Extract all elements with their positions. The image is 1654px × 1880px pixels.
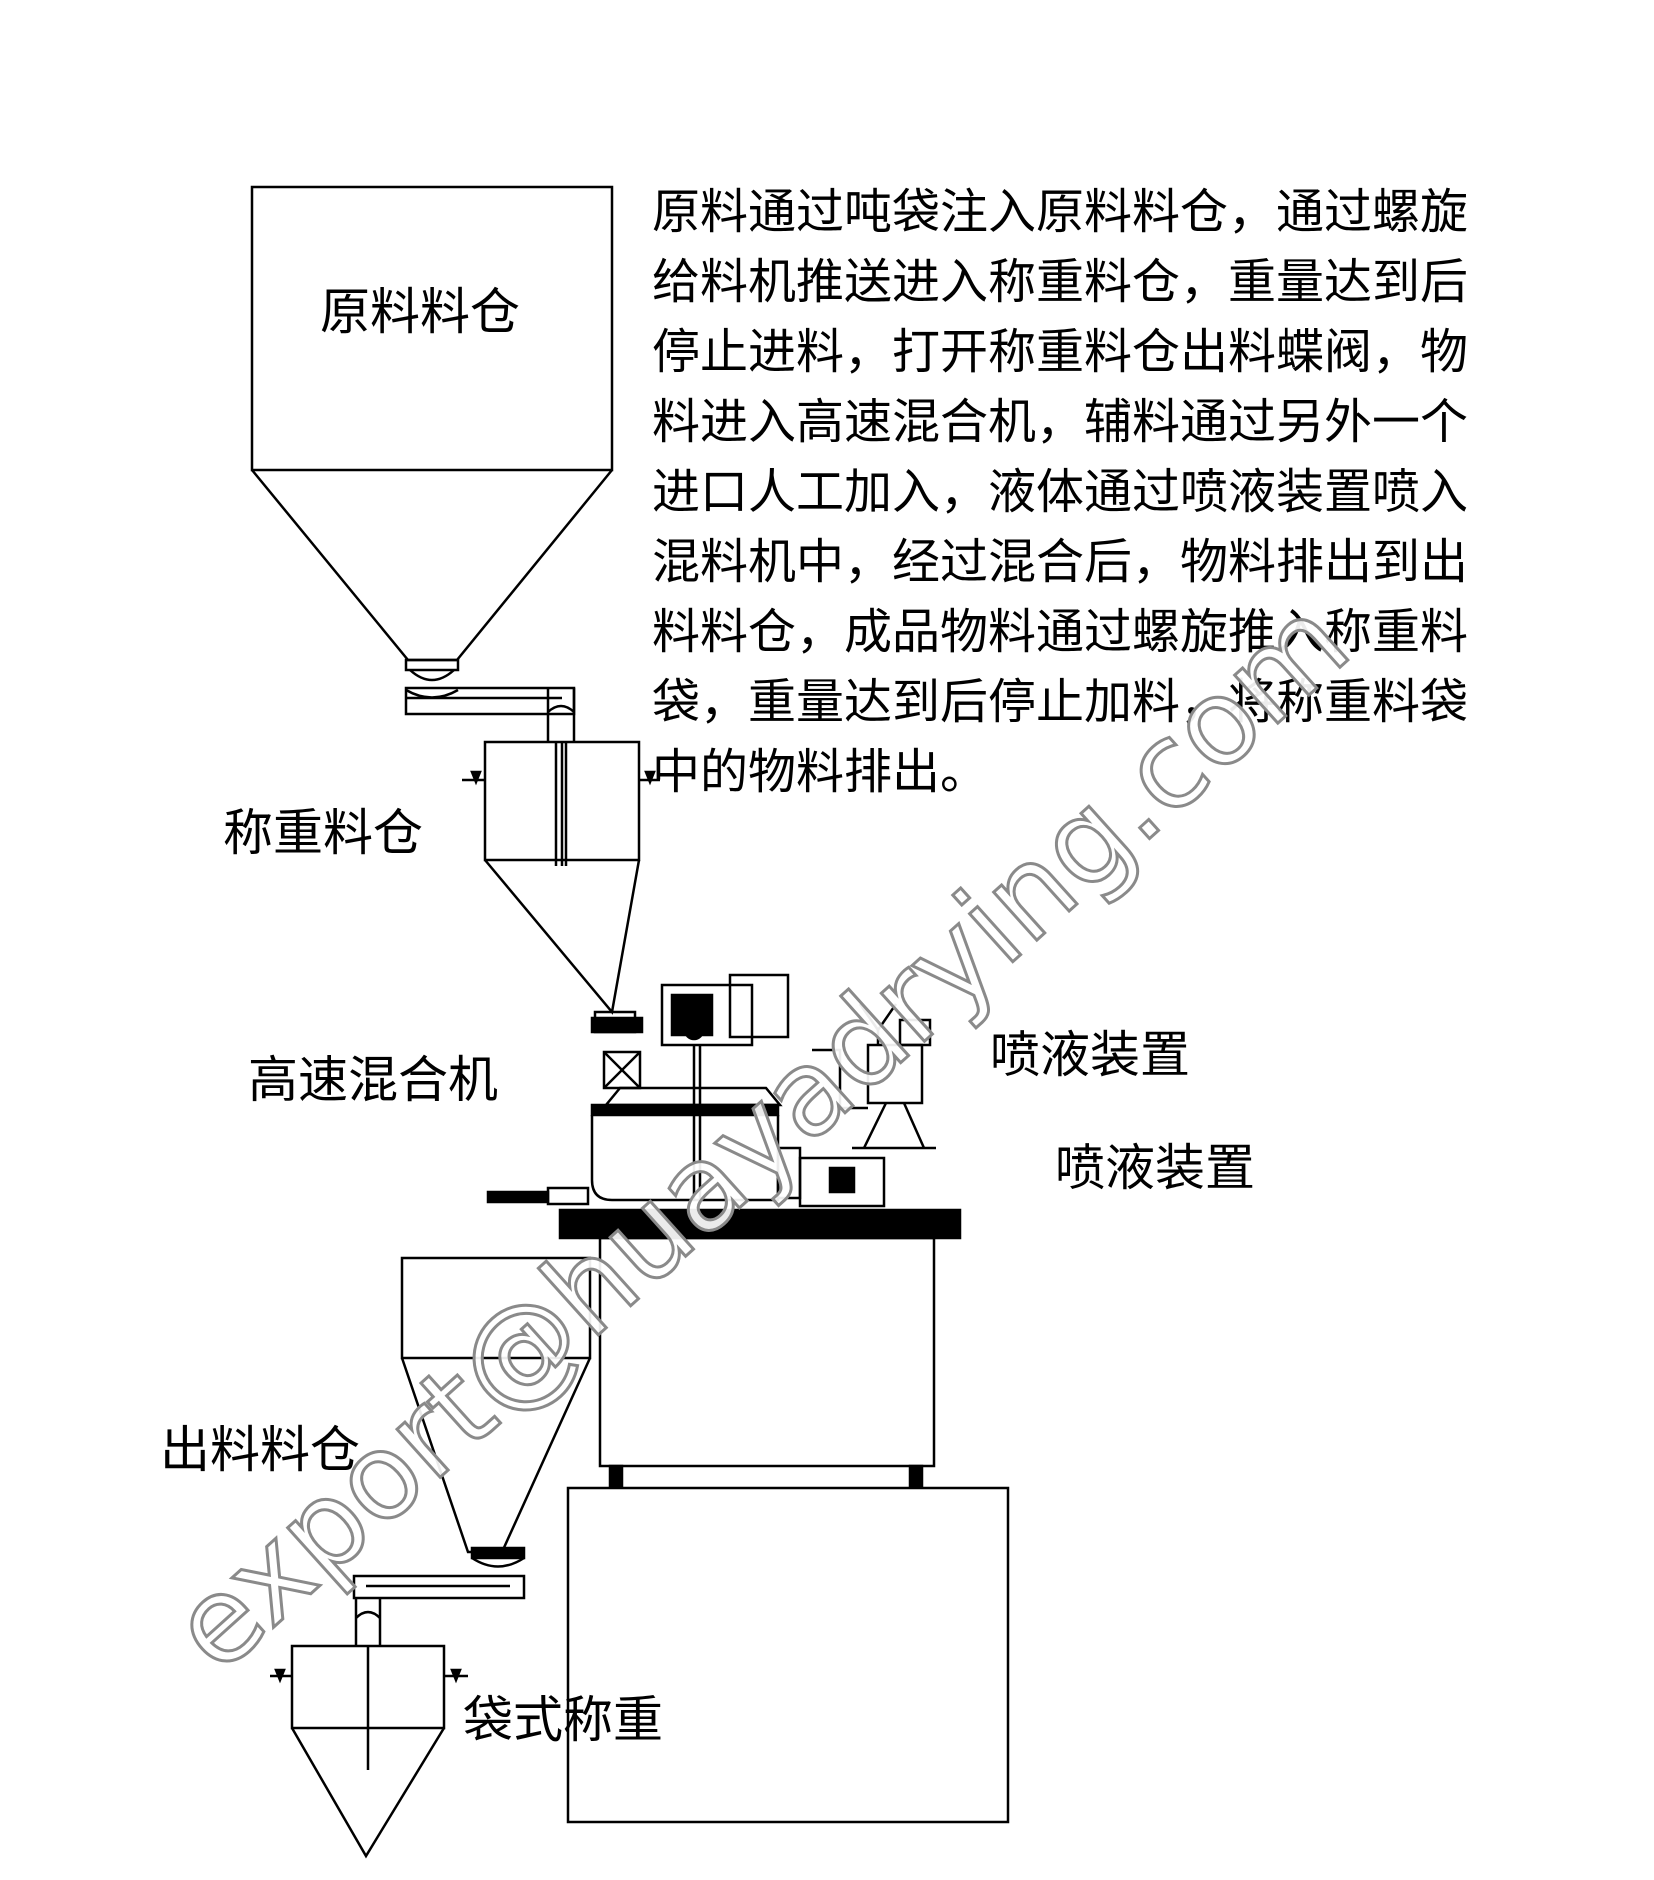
description-line: 原料通过吨袋注入原料料仓，通过螺旋 [652,184,1469,240]
discharge-silo-label: 出料料仓 [160,1421,360,1479]
process-description: 原料通过吨袋注入原料料仓，通过螺旋 给料机推送进入称重料仓，重量达到后 停止进料… [652,177,1582,807]
description-line: 进口人工加入，液体通过喷液装置喷入 [652,464,1469,520]
spray-label-2: 喷液装置 [1055,1139,1255,1197]
description-line: 停止进料，打开称重料仓出料蝶阀，物 [652,324,1469,380]
discharge-silo [400,1256,592,1568]
bag-weigh-label: 袋式称重 [463,1691,663,1749]
mixer [486,973,1010,1824]
mixer-label: 高速混合机 [248,1051,498,1109]
raw-silo [250,185,614,682]
description-line: 混料机中，经过混合后，物料排出到出 [652,534,1469,590]
bag-weigh-hopper [270,1644,468,1859]
description-line: 中的物料排出。 [652,744,989,800]
description-line: 给料机推送进入称重料仓，重量达到后 [652,254,1469,310]
spray-device [812,1003,936,1150]
spray-label-1: 喷液装置 [990,1026,1190,1084]
raw-silo-label: 原料料仓 [320,283,520,341]
description-line: 料进入高速混合机，辅料通过另外一个 [652,394,1469,450]
screw-conveyor-2 [352,1574,526,1646]
description-line: 袋，重量达到后停止加料，将称重料袋 [652,674,1469,730]
screw-conveyor-1 [404,686,576,866]
description-line: 料料仓，成品物料通过螺旋推入称重料 [652,604,1469,660]
weigh-silo-label: 称重料仓 [223,804,423,862]
